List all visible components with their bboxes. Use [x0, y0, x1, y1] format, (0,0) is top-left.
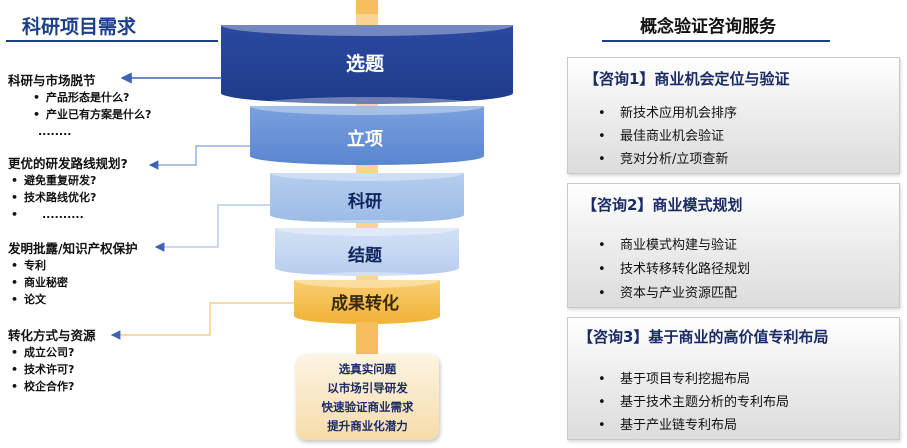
outcome-box: 选真实问题 以市场引导研发 快速验证商业需求 提升商业化潜力 [296, 354, 439, 440]
panel-item: •基于技术主题分析的专利布局 [598, 395, 790, 410]
group-heading: 科研与市场脱节 [8, 73, 96, 88]
group-item: ........ [38, 125, 72, 138]
panel-item: •基于产业链专利布局 [598, 418, 738, 433]
outcome-line: 快速验证商业需求 [321, 400, 414, 414]
group-item: •.......... [11, 208, 84, 221]
group-item: •专利 [11, 259, 46, 272]
group-heading: 发明批露/知识产权保护 [8, 241, 138, 256]
group-item: •技术许可? [11, 363, 75, 376]
stage-label-topic: 选题 [345, 53, 384, 75]
panel-item: •资本与产业资源匹配 [598, 286, 738, 301]
panel-item: •商业模式构建与验证 [598, 238, 738, 253]
panel-heading: 【咨询3】基于商业的高价值专利布局 [578, 328, 829, 346]
stage-label-approval: 立项 [347, 129, 383, 150]
funnel-stage-commercialization-rim [294, 272, 440, 288]
requirement-group-roadmap: 更优的研发路线规划? •避免重复研发? •技术路线优化? •.......... [8, 155, 238, 223]
left-title: 科研项目需求 [22, 16, 137, 38]
panel-item: •技术转移转化路径规划 [598, 262, 751, 277]
stage-label-research: 科研 [348, 192, 382, 212]
group-item: •商业秘密 [11, 276, 68, 289]
stage-label-conclusion: 结题 [348, 246, 382, 266]
outcome-line: 以市场引导研发 [327, 381, 408, 395]
funnel-stage-approval-rim [250, 97, 484, 115]
group-item: •产品形态是什么? [33, 91, 130, 104]
panel-heading: 【咨询1】商业机会定位与验证 [584, 70, 790, 88]
group-heading: 转化方式与资源 [8, 328, 96, 343]
group-item: •产业已有方案是什么? [33, 108, 152, 121]
group-item: •技术路线优化? [11, 191, 97, 204]
funnel-stage-topic-rim [221, 14, 513, 36]
group-heading: 更优的研发路线规划? [8, 156, 128, 171]
funnel-stage-research-rim [270, 165, 464, 181]
panel-item: •基于项目专利挖掘布局 [598, 372, 751, 387]
consult-panel-3: 【咨询3】基于商业的高价值专利布局 •基于项目专利挖掘布局 •基于技术主题分析的… [567, 317, 900, 440]
stage-label-commercialization: 成果转化 [331, 294, 399, 314]
panel-item: •竞对分析/立项查新 [598, 152, 729, 167]
outcome-line: 提升商业化潜力 [327, 419, 408, 433]
panel-heading: 【咨询2】商业模式规划 [582, 196, 743, 214]
group-item: •成立公司? [11, 346, 75, 359]
funnel-stage-conclusion-rim [275, 220, 459, 236]
panel-item: •新技术应用机会排序 [598, 106, 738, 121]
consult-panel-1: 【咨询1】商业机会定位与验证 •新技术应用机会排序 •最佳商业机会验证 •竞对分… [567, 57, 900, 174]
group-item: •论文 [11, 293, 46, 306]
requirement-group-transfer: 转化方式与资源 •成立公司? •技术许可? •校企合作? [8, 327, 238, 395]
outcome-line: 选真实问题 [338, 362, 397, 376]
right-title-underline [602, 40, 830, 42]
requirement-group-ip: 发明批露/知识产权保护 •专利 •商业秘密 •论文 [8, 240, 238, 308]
funnel-stem-lower [356, 322, 378, 356]
consult-panel-2: 【咨询2】商业模式规划 •商业模式构建与验证 •技术转移转化路径规划 •资本与产… [567, 183, 900, 308]
panel-item: •最佳商业机会验证 [598, 129, 725, 144]
group-item: •避免重复研发? [11, 174, 97, 187]
right-title: 概念验证咨询服务 [640, 17, 776, 37]
requirement-group-market: 科研与市场脱节 •产品形态是什么? •产业已有方案是什么? ........ [8, 72, 238, 140]
left-title-underline [6, 40, 218, 42]
group-item: •校企合作? [11, 380, 75, 393]
